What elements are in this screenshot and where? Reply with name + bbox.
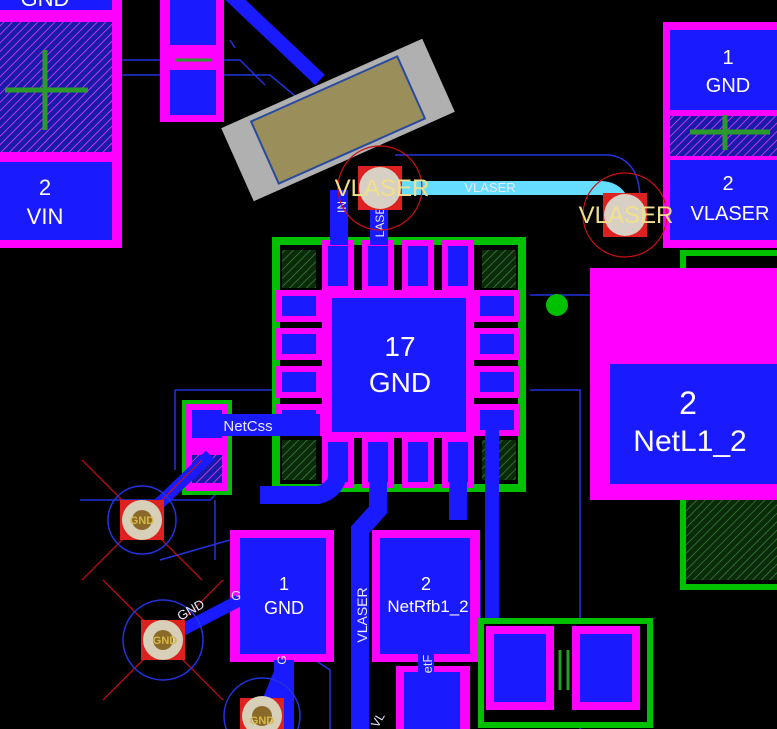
- vlaser-via-right[interactable]: [582, 172, 668, 258]
- in-trace: [330, 190, 348, 245]
- vlaser-vertical-trace: [351, 450, 387, 729]
- vin-connector[interactable]: [0, 0, 122, 248]
- pin1-marker: [546, 294, 568, 316]
- gnd-via-1-label: GND: [130, 515, 155, 527]
- ic-center-number: 17: [384, 331, 415, 362]
- vlaser-via-left[interactable]: [337, 145, 423, 231]
- l1-pad-net: NetL1_2: [633, 425, 746, 458]
- capacitor-body[interactable]: [221, 38, 455, 202]
- vin-pad-number: 2: [39, 175, 51, 200]
- netcss-trace: [196, 414, 320, 436]
- ic-center-net: GND: [369, 367, 431, 398]
- conn-pad2-net: VLASER: [691, 203, 770, 225]
- conn-pad1-net: GND: [706, 75, 750, 97]
- vin-pad-net: VIN: [27, 204, 64, 229]
- rfb-number: 2: [421, 574, 431, 594]
- gnd-cap-pad[interactable]: [230, 530, 334, 729]
- gnd-via-2-label: GND: [153, 635, 178, 647]
- rfb-net: NetRfb1_2: [387, 597, 468, 616]
- rfb-pad[interactable]: [372, 530, 480, 729]
- l1-pad-number: 2: [679, 385, 697, 421]
- vlaser-via-right-label: VLASER: [579, 202, 674, 229]
- small-component-bottom[interactable]: [478, 618, 653, 728]
- vlaser-trace-label: VLASER: [464, 180, 515, 195]
- etf-trace: [418, 650, 434, 690]
- diagonal-trace: [225, 0, 325, 86]
- gnd-trace-label-b: G: [231, 588, 241, 603]
- inductor-pad[interactable]: [590, 250, 777, 590]
- vlaser-via-left-label: VLASER: [335, 175, 430, 202]
- etf-label: etF: [420, 655, 435, 674]
- conn-pad2-number: 2: [722, 173, 733, 195]
- ic-footprint[interactable]: [272, 237, 526, 492]
- vlaser-connector[interactable]: [663, 22, 777, 248]
- gnd-via-3-label: GND: [250, 715, 275, 727]
- small-component-top[interactable]: [160, 0, 224, 122]
- gnd-via-2[interactable]: [102, 579, 224, 701]
- netcss-label: NetCss: [223, 418, 272, 435]
- vlaser-vertical-label: VLASER: [354, 587, 370, 642]
- c-gnd-net: GND: [264, 598, 304, 618]
- c-gnd-number: 1: [279, 574, 289, 594]
- gnd-via-1[interactable]: [81, 459, 203, 581]
- gnd-trace-bottom: [260, 450, 347, 504]
- vl-bottom-label: VL: [368, 710, 388, 729]
- laser-pin-label: LASE: [373, 207, 387, 238]
- gnd-via-3[interactable]: [223, 677, 301, 729]
- vin-top-label: GND: [21, 0, 70, 11]
- conn-pad1-number: 1: [722, 47, 733, 69]
- gnd-trace-label-c: G: [275, 655, 289, 664]
